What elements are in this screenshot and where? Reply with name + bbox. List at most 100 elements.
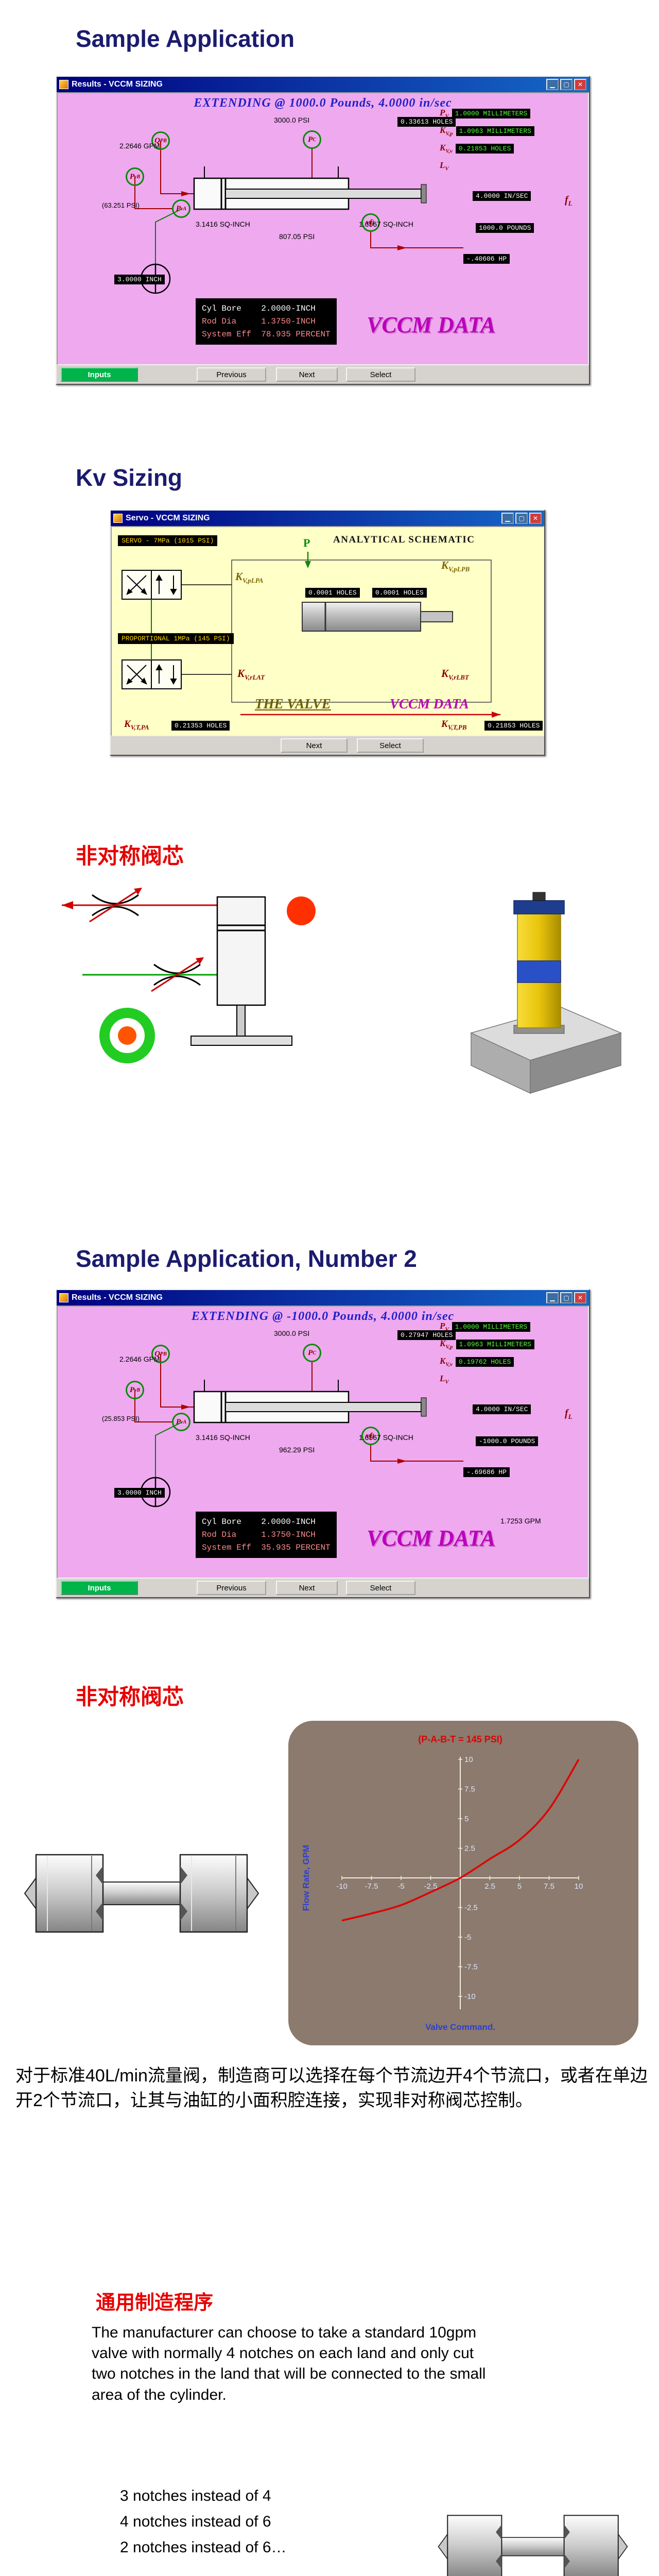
previous-button[interactable]: Previous [197,1581,266,1595]
minimize-button[interactable]: ▁ [501,513,514,524]
schematic-title: ANALYTICAL SCHEMATIC [333,534,475,545]
kv-tpb-value-box: 0.21853 HOLES [484,721,543,731]
spool-shaft [102,1882,181,1905]
button-strip: Next Select [111,736,544,754]
p-port-arrow [305,552,311,568]
close-button[interactable]: ✕ [574,79,586,90]
rod-area-label: 1.6567 SQ-INCH [359,220,413,228]
info-line: Rod Dia 1.3750-INCH [202,316,316,326]
minimize-button[interactable]: ▁ [546,1292,559,1303]
node-label: vf [366,218,372,227]
holes-value-box-1: 0.0001 HOLES [305,588,360,598]
heading-sample-application-2: Sample Application, Number 2 [76,1245,417,1272]
minimize-button[interactable]: ▁ [546,79,559,90]
svg-text:-7.5: -7.5 [365,1882,378,1891]
red-flow-line [240,711,500,718]
info-line: System Eff 78.935 PERCENT [202,329,331,339]
kv-tpa-label: KV,T,PA [124,719,149,731]
inputs-button[interactable]: Inputs [61,367,138,382]
vertical-cylinder-drawing [190,896,292,1046]
hydraulic-lines-green [155,1422,182,1478]
red-ball-load [287,896,316,925]
maximize-button[interactable]: ▢ [560,79,573,90]
select-button[interactable]: Select [357,738,424,753]
select-button[interactable]: Select [346,1581,415,1595]
extend-status-line: EXTENDING @ -1000.0 Pounds, 4.0000 in/se… [191,1310,455,1323]
notch-option-3: 2 notches instead of 6… [120,2539,287,2556]
titlebar[interactable]: Results - VCCM SIZING ▁ ▢ ✕ [57,1290,589,1306]
previous-button[interactable]: Previous [197,367,266,382]
proportional-valve-symbol [122,659,182,689]
close-button[interactable]: ✕ [529,513,542,524]
cap-area-label: 3.1416 SQ-INCH [196,220,250,228]
variable-orifice-symbol-1 [89,888,142,923]
inputs-button[interactable]: Inputs [61,1581,138,1595]
node-sub: L [372,219,375,226]
flow-label: 2.2646 GPM [119,1355,160,1363]
next-button[interactable]: Next [276,1581,338,1595]
speed-value-box: 4.0000 IN/SEC [473,191,531,201]
panel-row-pv: PV 1.0000 MILLIMETERS [440,108,531,119]
kv-plpa-label: KV,pLPA [235,570,264,585]
panel-value-box: 1.0963 MILLIMETERS [456,126,534,136]
spool-end-right [247,1876,259,1911]
spool-end-left [24,1876,37,1911]
select-button[interactable]: Select [346,367,415,382]
speed-value-box: 4.0000 IN/SEC [473,1404,531,1414]
svg-text:-5: -5 [464,1933,471,1942]
panel-row-kvp: KV,p 1.0963 MILLIMETERS [440,125,534,137]
spool-land-left [35,1854,104,1933]
maximize-button[interactable]: ▢ [560,1292,573,1303]
node-label: P [308,135,313,144]
node-sub: C [313,137,316,143]
variable-orifice-symbol-2 [151,957,204,992]
titlebar[interactable]: Results - VCCM SIZING ▁ ▢ ✕ [57,77,589,92]
vccm-results-window-1: Results - VCCM SIZING ▁ ▢ ✕ [56,76,590,385]
extend-status-line: EXTENDING @ 1000.0 Pounds, 4.0000 in/sec [194,96,452,110]
app-icon [113,514,123,523]
svg-text:2.5: 2.5 [464,1844,475,1853]
node-sub: vA [181,206,187,212]
maximize-button[interactable]: ▢ [515,513,528,524]
window-controls: ▁ ▢ ✕ [501,513,542,524]
svg-text:-10: -10 [464,1992,476,2001]
cylinder-info-box: Cyl Bore 2.0000-INCH Rod Dia 1.3750-INCH… [196,298,337,345]
panel-value-box: 1.0000 MILLIMETERS [452,1321,531,1332]
power-value-box: -.69686 HP [463,1467,510,1477]
asymmetric-spool-concept-diagram [62,888,622,1094]
node-label: P [129,172,135,181]
panel-label: KV,v [440,143,453,155]
next-button[interactable]: Next [281,738,348,753]
panel-row-pv: PV 1.0000 MILLIMETERS [440,1321,531,1332]
kv-plpb-label: KV,pLPB [441,559,470,573]
spool-land-right [563,2515,619,2576]
app-icon [59,1293,68,1302]
node-label: Q [154,136,161,145]
panel-label: LV [440,1374,449,1385]
cylinder-drawing [193,1380,427,1423]
svg-text:7.5: 7.5 [464,1785,475,1794]
load-friction-label: fL [565,194,573,207]
servo-pressure-tag: SERVO - 7MPa (1015 PSI) [118,535,218,546]
panel-row-kvv: KV,v 0.19762 HOLES [440,1356,514,1367]
window-controls: ▁ ▢ ✕ [546,79,586,90]
heading-asymmetric-spool-2: 非对称阀芯 [76,1685,184,1709]
valve-envelope [231,560,492,703]
power-value-box: -.40606 HP [463,254,510,264]
kv-tpb-label: KV,T,PB [441,719,467,731]
next-button[interactable]: Next [276,367,338,382]
titlebar[interactable]: Servo - VCCM SIZING ▁ ▢ ✕ [111,511,544,526]
plot-title: (P-A-B-T = 145 PSI) [418,1734,502,1744]
panel-row-lv: LV [440,160,449,172]
supply-pressure-label: 3000.0 PSI [274,116,310,124]
close-button[interactable]: ✕ [574,1292,586,1303]
node-sub: vB [134,174,141,180]
